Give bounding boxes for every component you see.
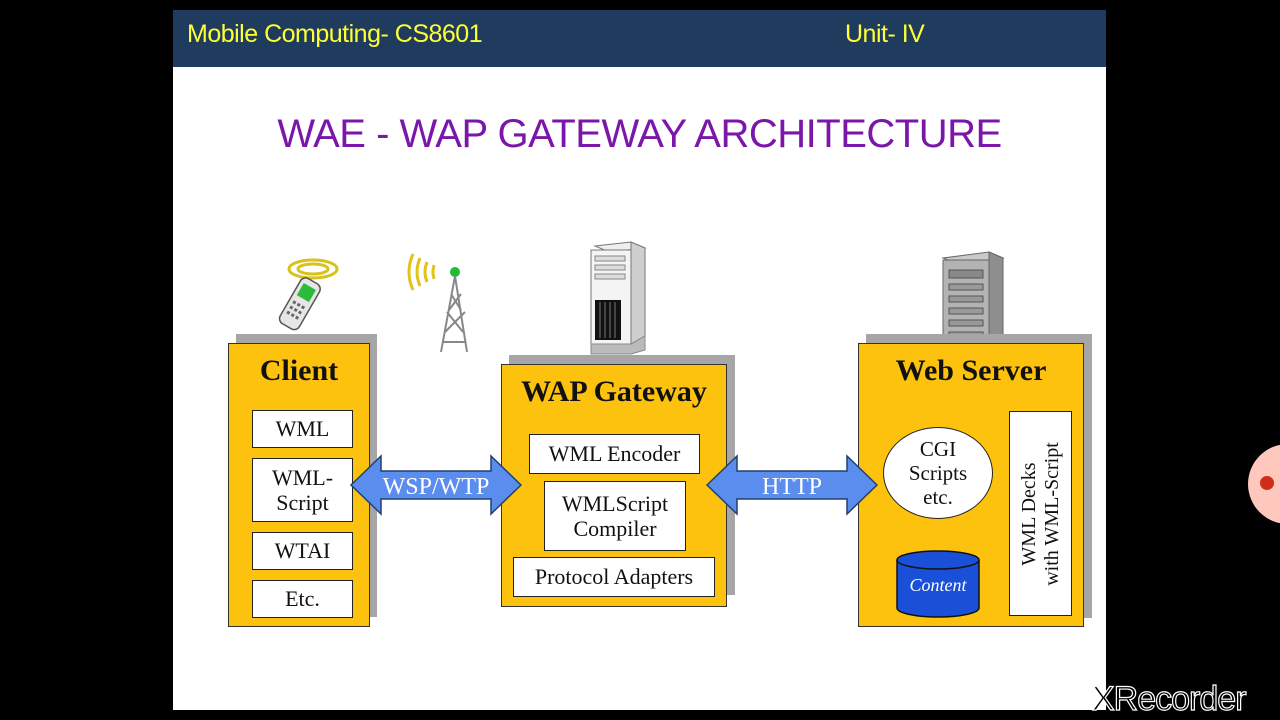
record-button[interactable]	[1248, 444, 1280, 524]
gateway-panel: WAP Gateway WML Encoder WMLScript Compil…	[501, 364, 727, 607]
gateway-item-label: Protocol Adapters	[534, 564, 694, 590]
wml-decks-box: WML Decks with WML-Script	[1009, 411, 1072, 616]
course-title: Mobile Computing- CS8601	[187, 20, 483, 48]
record-dot-icon	[1260, 476, 1274, 490]
client-item-etc: Etc.	[252, 580, 353, 618]
slide: Mobile Computing- CS8601 Unit- IV WAE - …	[173, 10, 1106, 710]
slide-header: Mobile Computing- CS8601 Unit- IV	[173, 10, 1106, 67]
wsp-wtp-arrow	[349, 454, 523, 516]
server-panel: Web Server CGI Scripts etc. Content WML …	[858, 343, 1084, 627]
content-database-icon	[896, 550, 980, 618]
wml-decks-label: WML Decks with WML-Script	[1017, 441, 1063, 586]
server-title: Web Server	[895, 354, 1047, 387]
gateway-item-protocol-adapters: Protocol Adapters	[513, 557, 715, 597]
gateway-item-wmlscript-compiler: WMLScript Compiler	[544, 481, 686, 551]
gateway-server-icon	[590, 241, 647, 355]
page-title: WAE - WAP GATEWAY ARCHITECTURE	[277, 112, 1002, 156]
cgi-scripts-circle: CGI Scripts etc.	[883, 427, 993, 519]
client-item-label: WTAI	[274, 538, 331, 564]
client-item-label: WML	[275, 416, 330, 442]
client-item-wmlscript: WML- Script	[252, 458, 353, 522]
web-server-icon	[941, 251, 1005, 347]
unit-label: Unit- IV	[845, 20, 925, 48]
client-title: Client	[259, 354, 339, 387]
http-arrow	[705, 454, 879, 516]
antenna-tower-icon	[407, 253, 468, 353]
client-panel: Client WML WML- Script WTAI Etc.	[228, 343, 370, 627]
content-label: Content	[909, 575, 967, 595]
client-item-label: Etc.	[285, 586, 320, 612]
gateway-item-label: WMLScript Compiler	[561, 490, 669, 541]
gateway-item-label: WML Encoder	[548, 441, 681, 467]
wsp-wtp-label: WSP/WTP	[382, 474, 490, 500]
client-item-label: WML- Script	[271, 464, 334, 515]
gateway-title: WAP Gateway	[521, 375, 707, 408]
gateway-item-wml-encoder: WML Encoder	[529, 434, 700, 474]
mobile-phone-icon	[278, 258, 339, 331]
client-item-wml: WML	[252, 410, 353, 448]
cgi-scripts-label: CGI Scripts etc.	[908, 436, 968, 510]
client-item-wtai: WTAI	[252, 532, 353, 570]
xrecorder-watermark: XRecorder	[1091, 679, 1247, 718]
http-label: HTTP	[762, 474, 822, 500]
